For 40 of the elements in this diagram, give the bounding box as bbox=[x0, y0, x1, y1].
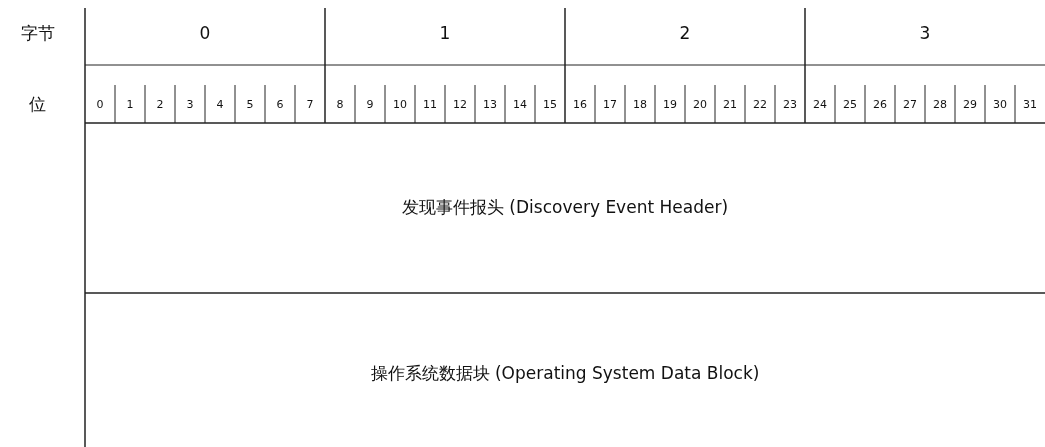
byte-number: 3 bbox=[918, 22, 932, 45]
bit-number: 17 bbox=[602, 96, 618, 113]
row-header: 字节 bbox=[19, 21, 56, 45]
byte-number: 0 bbox=[198, 22, 212, 45]
bit-number: 31 bbox=[1022, 96, 1038, 113]
bit-number: 29 bbox=[962, 96, 978, 113]
bit-number: 27 bbox=[902, 96, 918, 113]
bit-number: 18 bbox=[632, 96, 648, 113]
bit-number: 10 bbox=[392, 96, 408, 113]
byte-number: 1 bbox=[438, 22, 452, 45]
bit-number: 23 bbox=[782, 96, 798, 113]
bit-number: 24 bbox=[812, 96, 828, 113]
bit-number: 15 bbox=[542, 96, 558, 113]
bit-number: 5 bbox=[245, 96, 255, 113]
bit-number: 4 bbox=[215, 96, 225, 113]
bit-number: 14 bbox=[512, 96, 528, 113]
bit-number: 11 bbox=[422, 96, 438, 113]
field-name: 操作系统数据块 (Operating System Data Block) bbox=[369, 361, 761, 385]
bit-number: 26 bbox=[872, 96, 888, 113]
bit-number: 21 bbox=[722, 96, 738, 113]
bit-number: 25 bbox=[842, 96, 858, 113]
bit-number: 12 bbox=[452, 96, 468, 113]
bit-number: 28 bbox=[932, 96, 948, 113]
bit-number: 22 bbox=[752, 96, 768, 113]
bit-number: 1 bbox=[125, 96, 135, 113]
bit-number: 0 bbox=[95, 96, 105, 113]
row-header: 位 bbox=[28, 92, 47, 116]
bit-number: 7 bbox=[305, 96, 315, 113]
bit-number: 9 bbox=[365, 96, 375, 113]
bit-number: 20 bbox=[692, 96, 708, 113]
byte-number: 2 bbox=[678, 22, 692, 45]
bit-number: 8 bbox=[335, 96, 345, 113]
bit-number: 6 bbox=[275, 96, 285, 113]
bit-number: 19 bbox=[662, 96, 678, 113]
bit-number: 3 bbox=[185, 96, 195, 113]
bit-number: 2 bbox=[155, 96, 165, 113]
bit-number: 16 bbox=[572, 96, 588, 113]
field-name: 发现事件报头 (Discovery Event Header) bbox=[400, 195, 730, 219]
bit-number: 30 bbox=[992, 96, 1008, 113]
bit-number: 13 bbox=[482, 96, 498, 113]
